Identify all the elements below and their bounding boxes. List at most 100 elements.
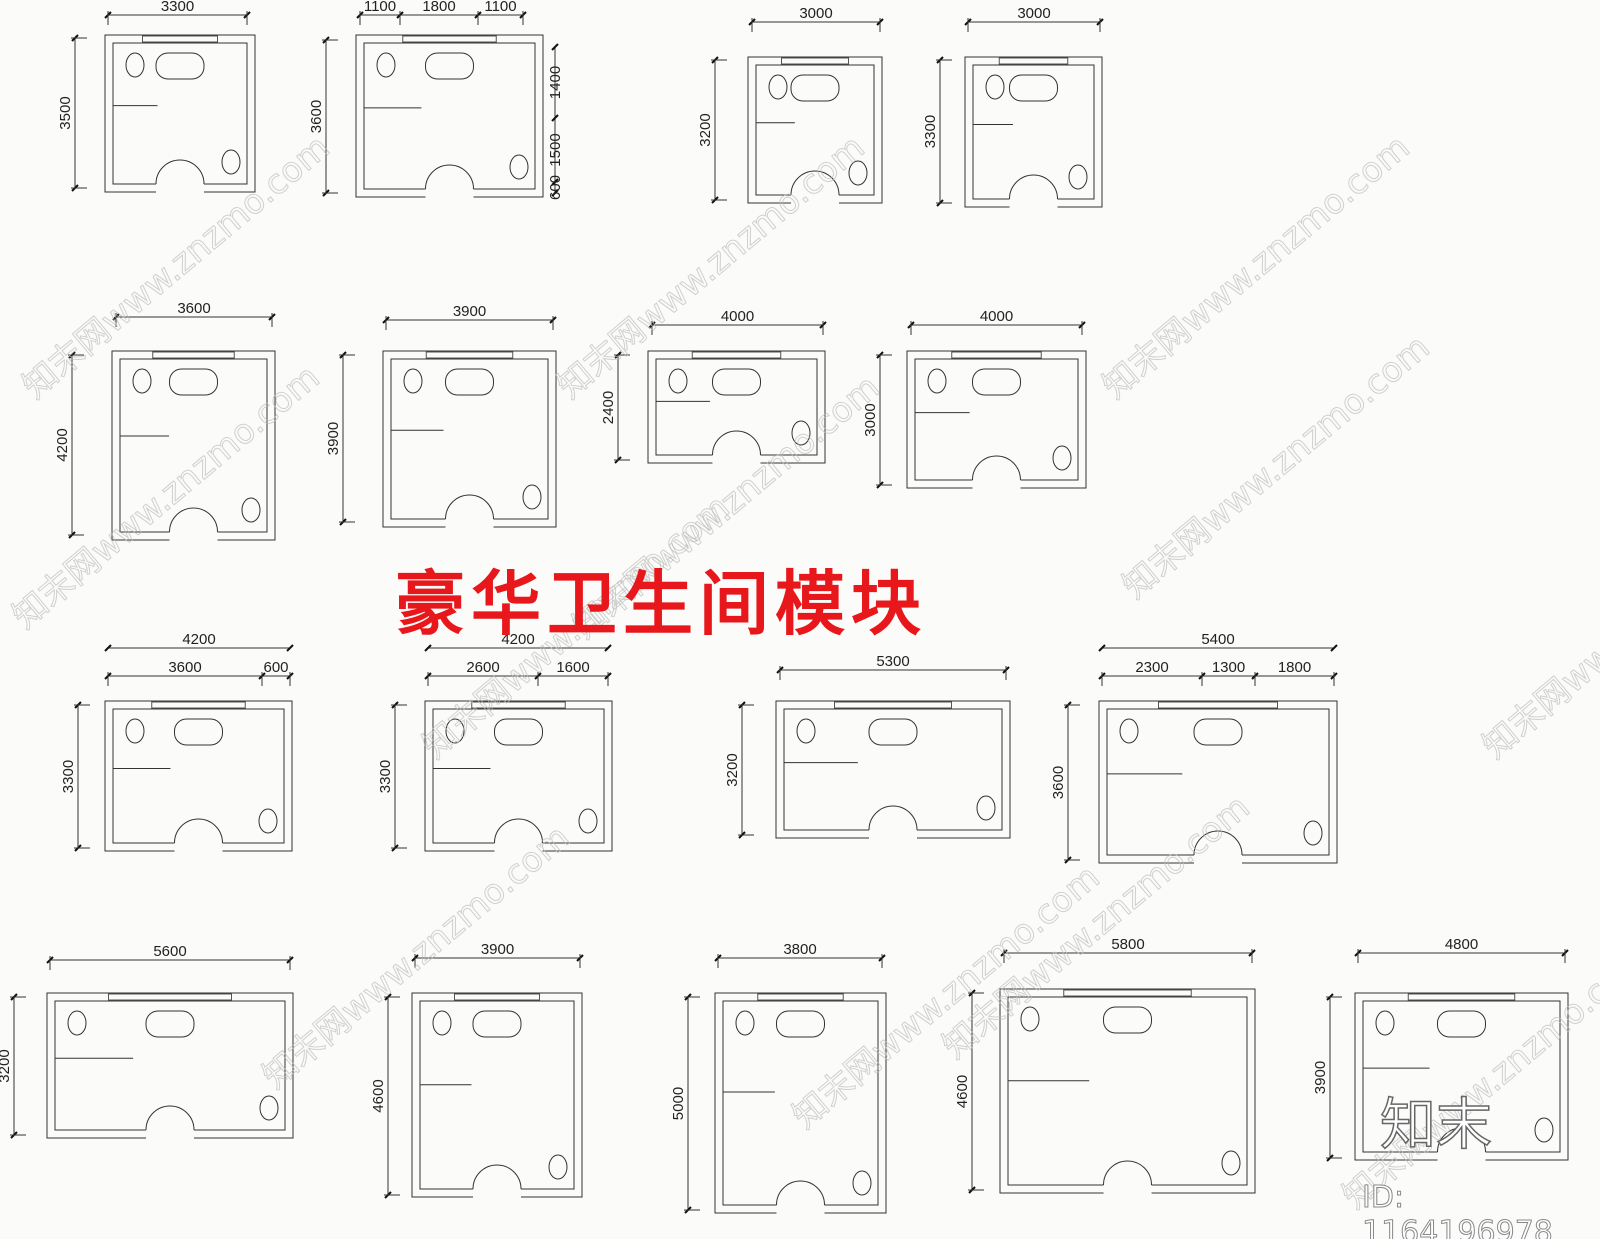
dimension-tick [104,644,112,652]
dimension-label: 3200 [0,1049,13,1082]
dimension-tick [551,43,559,51]
dimension-label: 3900 [481,941,514,958]
window [1407,993,1516,1001]
dimension-label: 3800 [783,941,816,958]
left-dimension: 3300 [60,701,90,852]
bathtub-icon [174,718,223,746]
sink-icon [509,154,529,180]
dimension-label: 3300 [60,760,77,793]
floor-plan-5: 3600 4200 [54,300,276,541]
dimension-tick [1330,644,1338,652]
door-swing [712,430,761,456]
sink-icon [1052,445,1072,471]
sink-icon [848,160,868,186]
id-label: ID: 1164196978 [1362,1180,1554,1239]
dimension-label: 3900 [1312,1061,1329,1094]
top-dimension: 3600 [112,300,276,327]
toilet-icon [132,368,152,394]
door-swing [145,1105,195,1131]
logo-watermark: 知末 [1379,1092,1493,1159]
dimension-tick [604,644,612,652]
door-swing [790,170,840,196]
door-swing [1103,1160,1152,1186]
outer-wall [964,56,1103,208]
overall-dimension-label: 5400 [1201,631,1234,648]
window [1063,989,1192,997]
left-dimension: 4600 [954,989,984,1194]
dimension-label: 5800 [1111,936,1144,953]
sink-icon [1068,164,1088,190]
window [152,351,235,359]
left-dimension: 3900 [325,351,355,526]
dimension-label: 1800 [1278,659,1311,676]
top-dimension: 4000 [907,308,1086,335]
dimension-tick [1098,644,1106,652]
bathtub-icon [155,52,205,80]
door-opening [776,1204,825,1214]
toilet-icon [1375,1010,1395,1036]
toilet-icon [1119,718,1139,744]
left-dimension: 4200 [54,351,84,539]
sink-icon [258,808,278,834]
inner-wall [54,1000,286,1131]
bathtub-icon [472,1010,522,1038]
dimension-tick [286,644,294,652]
window [1158,701,1278,709]
dimension-label: 1800 [422,0,455,15]
toilet-icon [125,718,145,744]
floor-plan-16: 5800 4600 [954,936,1256,1194]
sink-icon [522,484,542,510]
door-swing [174,818,223,844]
dimension-label: 3300 [377,760,394,793]
toilet-icon [67,1010,87,1036]
dimension-label: 3000 [799,5,832,22]
dimension-label: 5300 [876,653,909,670]
left-dimension: 3000 [862,351,892,489]
dimension-label: 3500 [57,96,74,129]
toilet-icon [796,718,816,744]
sink-icon [791,420,811,446]
top-dimension: 4000 [648,308,827,335]
window [402,35,497,43]
bathtub-icon [1009,74,1058,102]
dimension-label: 5000 [670,1087,687,1120]
toilet-icon [735,1010,755,1036]
dimension-label: 3900 [325,422,342,455]
left-dimension: 4600 [370,993,400,1199]
top-dimension: 3900 [382,303,557,330]
floor-plan-14: 3900 4600 [370,941,584,1199]
left-dimension: 3300 [377,701,407,852]
bathtub-icon [1437,1010,1486,1038]
sink-icon [976,795,996,821]
bathtub-icon [425,52,474,80]
dimension-label: 3000 [862,403,879,436]
door-opening [494,842,543,852]
dimension-label: 1100 [484,0,516,15]
door-opening [1194,854,1242,864]
bathtub-icon [868,718,918,746]
door-opening [146,1129,194,1139]
window [691,351,782,359]
bathtub-icon [1103,1006,1152,1034]
floor-plan-15: 3800 5000 [670,941,887,1214]
dimension-label: 3600 [1050,766,1067,799]
door-opening [712,454,761,464]
door-opening [425,188,474,198]
toilet-icon [668,368,688,394]
sink-icon [1534,1117,1554,1143]
inner-wall [363,42,536,190]
left-dimension: 3600 [308,36,338,197]
sink-icon [578,808,598,834]
sink-icon [1221,1150,1241,1176]
outer-wall [906,350,1087,489]
bathtub-icon [1193,718,1243,746]
door-swing [972,455,1021,481]
